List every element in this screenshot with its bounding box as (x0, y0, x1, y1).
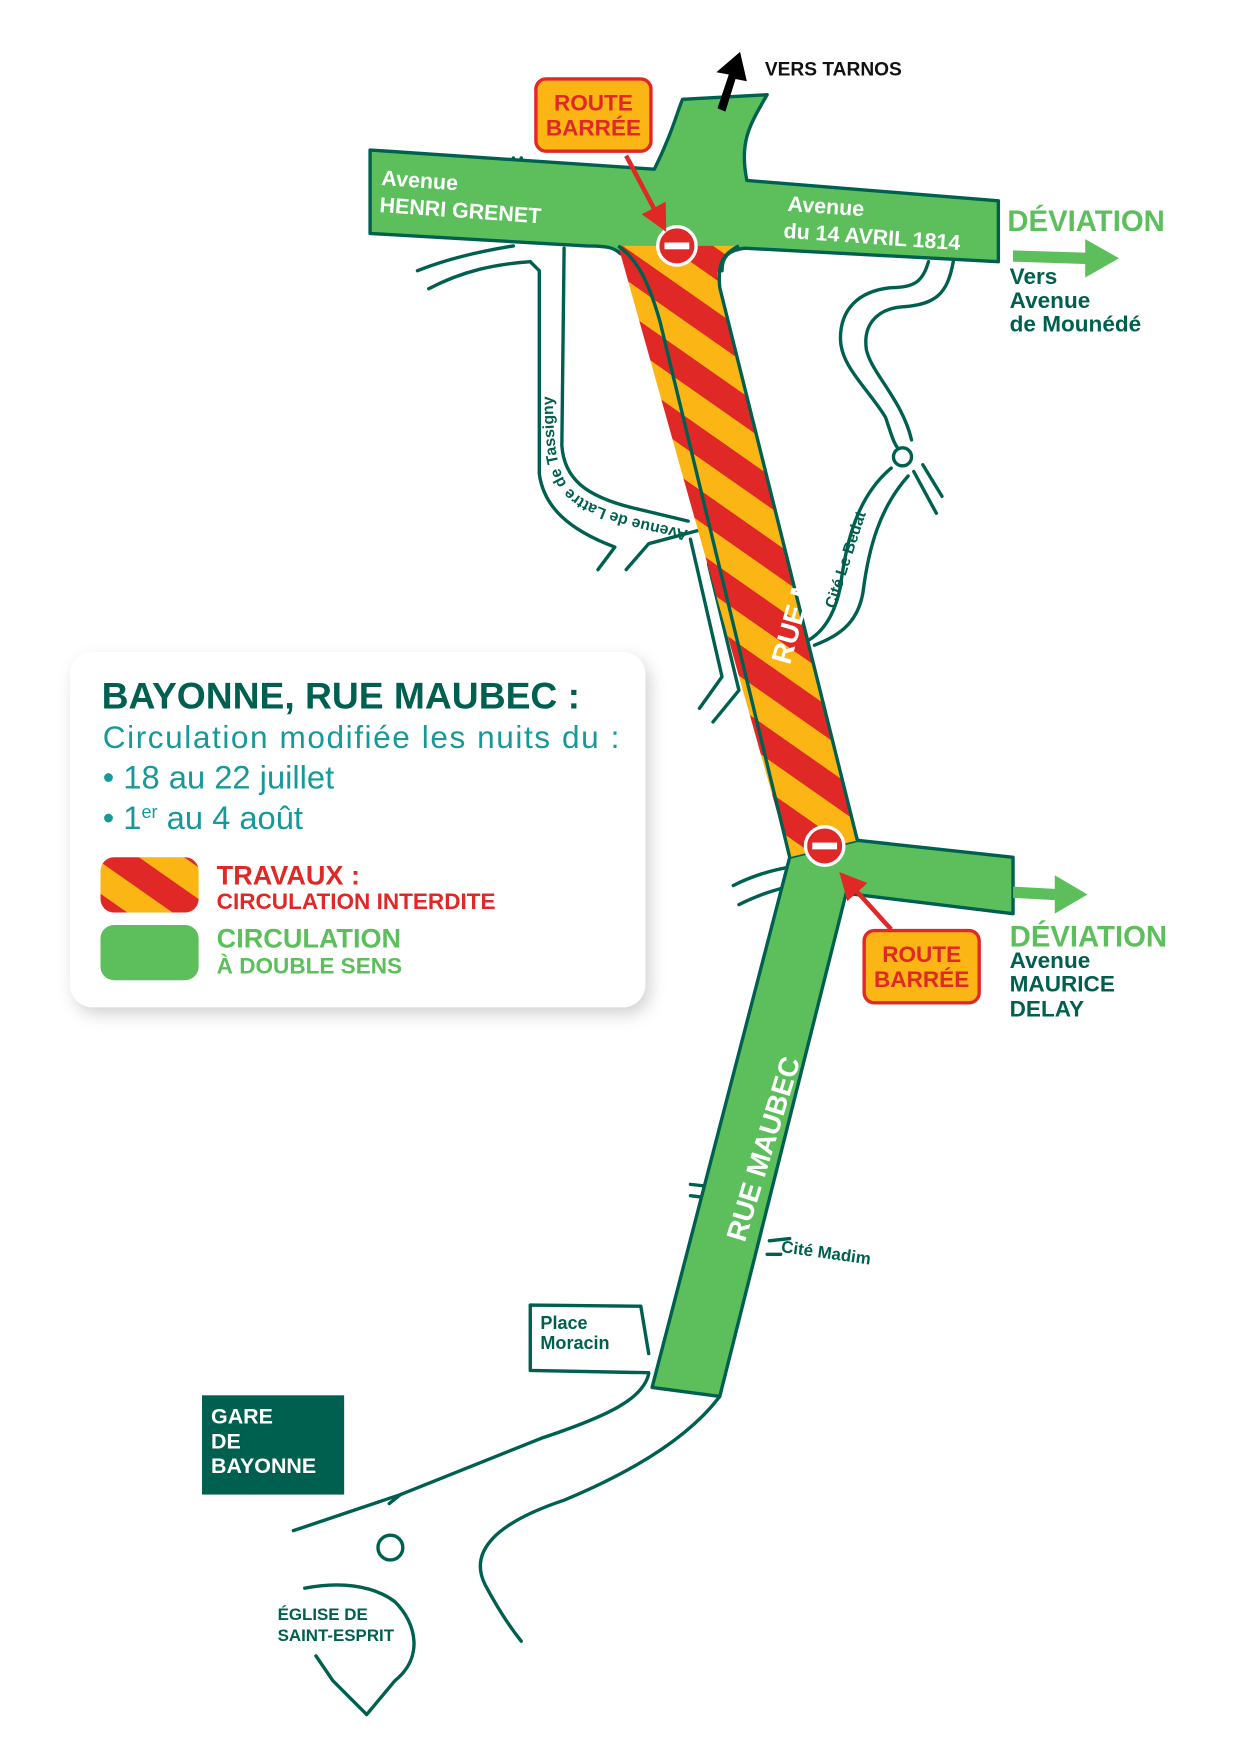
gare-label: GARE (211, 1405, 273, 1429)
gare-label: BAYONNE (211, 1454, 316, 1478)
legend-works-swatch (100, 857, 199, 913)
legend-open-swatch (100, 924, 199, 981)
deviation-title: DÉVIATION (1007, 204, 1164, 238)
deviation-maurice-delay: DÉVIATION Avenue MAURICE DELAY (1010, 919, 1167, 1021)
legend-box: BAYONNE, RUE MAUBEC : Circulation modifi… (70, 651, 646, 1008)
deviation-text: Avenue (1010, 948, 1091, 973)
legend-date-2: • 1er au 4 août (103, 799, 303, 836)
legend-works-title: TRAVAUX : (217, 859, 360, 890)
route-barree-label: BARRÉE (874, 967, 969, 992)
gare-label: DE (211, 1429, 241, 1453)
eglise-label: SAINT-ESPRIT (278, 1626, 395, 1645)
legend-open-title: CIRCULATION (217, 922, 401, 953)
legend-open-sub: À DOUBLE SENS (217, 953, 402, 978)
deviation-text: DELAY (1010, 996, 1084, 1021)
deviation-text: de Mounédé (1010, 312, 1142, 337)
route-barree-label: ROUTE (882, 942, 961, 967)
legend-date-1: • 18 au 22 juillet (103, 758, 334, 795)
legend-works-sub: CIRCULATION INTERDITE (217, 889, 496, 914)
legend-title: BAYONNE, RUE MAUBEC : (102, 674, 580, 716)
deviation-text: Avenue (1010, 288, 1091, 313)
legend-subtitle: Circulation modifiée les nuits du : (103, 719, 620, 755)
rue-maubec-lower-road (650, 838, 1015, 1399)
deviation-text: MAURICE (1010, 971, 1115, 996)
avenue-henri-grenet-road (368, 93, 1001, 273)
vers-tarnos-label: VERS TARNOS (765, 60, 902, 81)
deviation-arrow-east-1 (1013, 239, 1120, 278)
route-barree-label: ROUTE (554, 91, 633, 116)
deviation-text: Vers (1010, 264, 1058, 289)
moracin-label: Moracin (540, 1333, 609, 1353)
deviation-mounede: DÉVIATION Vers Avenue de Mounédé (1007, 204, 1164, 336)
eglise-label: ÉGLISE DE (278, 1605, 368, 1624)
henri-grenet-label: Avenue (381, 166, 459, 195)
route-barree-box-north: ROUTE BARRÉE (534, 77, 653, 153)
deviation-title: DÉVIATION (1010, 919, 1167, 953)
side-streets (291, 156, 955, 1717)
no-entry-sign-icon (656, 225, 698, 267)
gare-de-bayonne: GARE DE BAYONNE (202, 1395, 345, 1495)
deviation-arrow-east-2 (1013, 875, 1088, 914)
place-moracin: Place Moracin (528, 1303, 651, 1375)
no-entry-sign-icon (803, 825, 846, 867)
moracin-label: Place (540, 1313, 587, 1333)
open-roads (368, 93, 1015, 1399)
madim-label: Cité Madim (780, 1237, 872, 1268)
route-barree-box-south: ROUTE BARRÉE (862, 928, 981, 1005)
avril-label: Avenue (787, 192, 865, 221)
north-arrow-icon (716, 51, 747, 112)
route-barree-label: BARRÉE (546, 115, 641, 140)
